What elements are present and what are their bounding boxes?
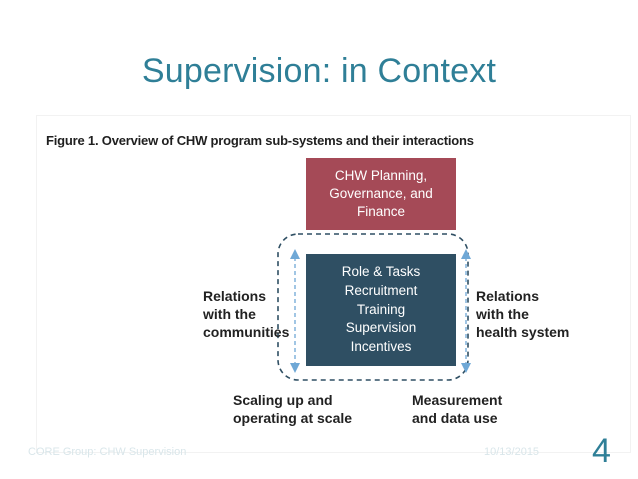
core-box-line-1: Role & Tasks <box>341 263 421 279</box>
core-box-line-4: Supervision <box>345 320 417 336</box>
left-label-line-1: Relations <box>203 288 267 304</box>
slide-title: Supervision: in Context <box>141 52 497 90</box>
measurement-data-use-label: Measurement and data use <box>412 391 502 427</box>
scaling-up-label: Scaling up and operating at scale <box>233 391 352 427</box>
right-arrow-up-head <box>461 249 471 259</box>
left-arrow-down-head <box>290 363 300 373</box>
left-label-line-2: with the <box>203 306 256 323</box>
right-arrow-down-head <box>461 363 471 373</box>
left-label-line-3: communities <box>203 324 290 341</box>
footer-date: 10/13/2015 <box>484 446 540 458</box>
right-label-line-1: Relations <box>476 288 540 304</box>
planning-box-line-3: Finance <box>356 204 406 220</box>
relations-with-communities-label: Relations with the communities <box>203 287 289 342</box>
figure-caption: Figure 1. Overview of CHW program sub-sy… <box>46 133 474 148</box>
left-arrow-up-head <box>290 249 300 259</box>
right-label-line-3: health system <box>476 324 570 341</box>
right-label-line-2: with the <box>476 306 529 323</box>
core-box-line-3: Training <box>356 301 406 317</box>
footer-text: CORE Group: CHW Supervision <box>28 446 187 458</box>
program-components-box: Role & Tasks Recruitment Training Superv… <box>306 254 456 366</box>
relations-with-health-system-label: Relations with the health system <box>476 287 569 342</box>
dashed-outline <box>277 233 469 381</box>
bottom-left-label-line-1: Scaling up and <box>233 392 333 408</box>
core-box-line-2: Recruitment <box>344 282 418 298</box>
core-box-line-5: Incentives <box>350 339 412 355</box>
planning-governance-finance-box: CHW Planning, Governance, and Finance <box>306 158 456 230</box>
bottom-right-label-line-1: Measurement <box>412 392 503 408</box>
bottom-right-label-line-2: and data use <box>412 410 498 427</box>
slide-number: 4 <box>592 432 611 470</box>
planning-box-line-2: Governance, and <box>329 185 433 201</box>
bottom-left-label-line-2: operating at scale <box>233 410 353 427</box>
planning-box-line-1: CHW Planning, <box>334 167 428 183</box>
